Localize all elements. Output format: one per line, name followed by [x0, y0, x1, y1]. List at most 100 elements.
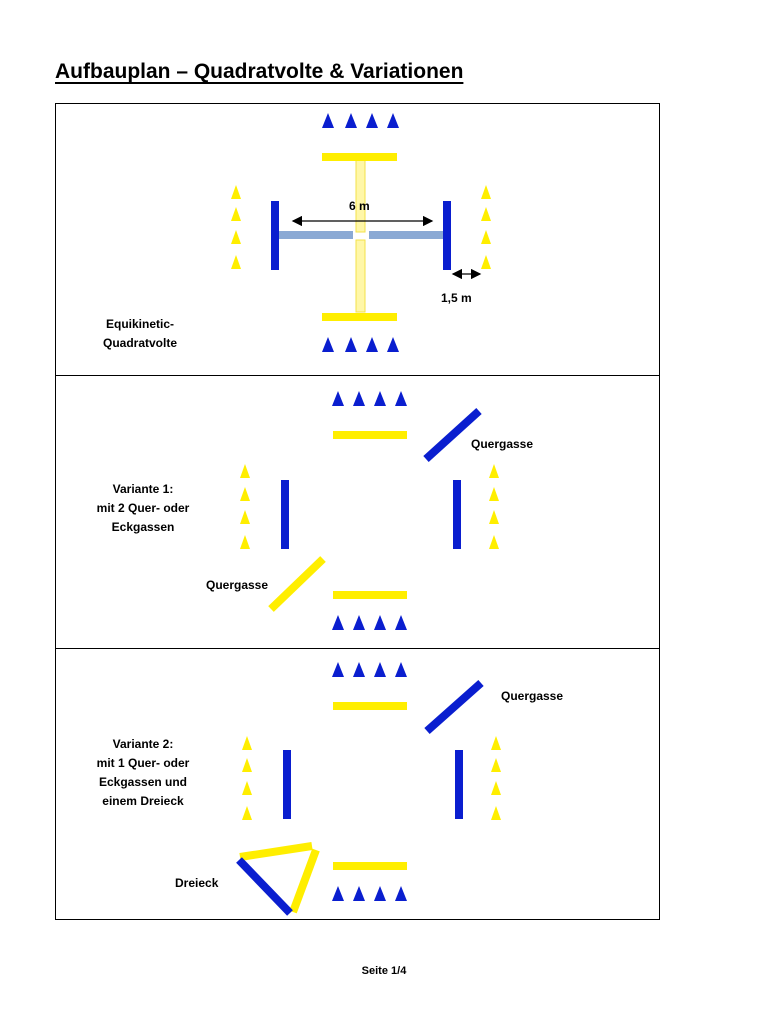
- cone-marker: [395, 615, 407, 630]
- cone-row-bottom-blue: [332, 615, 407, 630]
- cone-column-left-yellow: [231, 185, 241, 269]
- quergasse-label-top: Quergasse: [471, 437, 534, 451]
- cone-marker: [240, 464, 250, 478]
- cone-marker: [345, 113, 357, 128]
- cone-marker: [332, 662, 344, 677]
- cone-marker: [489, 535, 499, 549]
- cone-marker: [345, 337, 357, 352]
- cone-column-right-yellow: [491, 736, 501, 820]
- cone-column-left-yellow: [242, 736, 252, 820]
- panel1-caption: Equikinetic- Quadratvolte: [80, 315, 200, 353]
- pole-bottom-yellow: [333, 591, 407, 599]
- cone-marker: [353, 391, 365, 406]
- caption-line: Variante 2:: [112, 737, 174, 751]
- cone-marker: [481, 185, 491, 199]
- horizontal-lane-left: [279, 231, 353, 239]
- panel-variante-2: [55, 648, 660, 920]
- dreieck-label: Dreieck: [175, 876, 219, 890]
- cone-marker: [395, 662, 407, 677]
- pole-right-blue: [443, 201, 451, 270]
- cone-marker: [387, 337, 399, 352]
- cone-marker: [242, 781, 252, 795]
- page-number: Seite 1/4: [361, 965, 407, 977]
- cone-marker: [242, 736, 252, 750]
- caption-line: Quadratvolte: [102, 336, 177, 350]
- panel2-caption: Variante 1: mit 2 Quer- oder Eckgassen: [78, 480, 208, 537]
- cone-column-right-yellow: [481, 185, 491, 269]
- cone-row-top-blue: [332, 391, 407, 406]
- caption-line: mit 1 Quer- oder: [96, 756, 190, 770]
- cone-marker: [353, 886, 365, 901]
- cone-column-left-yellow: [240, 464, 250, 549]
- panel3-diagram: [236, 662, 501, 916]
- panel2-diagram: [240, 391, 499, 630]
- cone-column-right-yellow: [489, 464, 499, 549]
- cone-marker: [322, 113, 334, 128]
- cone-marker: [231, 185, 241, 199]
- dreieck-pole-top-yellow: [239, 842, 313, 861]
- cone-marker: [366, 113, 378, 128]
- quergasse-pole-blue: [424, 680, 484, 734]
- cone-marker: [489, 487, 499, 501]
- caption-line: einem Dreieck: [102, 794, 184, 808]
- cone-marker: [240, 535, 250, 549]
- cone-marker: [491, 736, 501, 750]
- cone-marker: [374, 662, 386, 677]
- quergasse-pole-yellow: [268, 556, 326, 612]
- cone-marker: [353, 615, 365, 630]
- vertical-lane-bottom: [355, 239, 366, 313]
- dreieck-pole-right-yellow: [289, 848, 320, 914]
- quergasse-label-bottom: Quergasse: [206, 578, 269, 592]
- cone-marker: [353, 662, 365, 677]
- cone-marker: [374, 391, 386, 406]
- page-title: Aufbauplan – Quadratvolte & Variationen: [55, 60, 464, 83]
- cone-marker: [374, 615, 386, 630]
- caption-line: Eckgassen und: [98, 775, 188, 789]
- pole-bottom-yellow: [322, 313, 397, 321]
- cone-marker: [491, 758, 501, 772]
- pole-top-yellow: [322, 153, 397, 161]
- pole-right-blue: [453, 480, 461, 549]
- pole-top-yellow: [333, 702, 407, 710]
- horizontal-lane-right: [369, 231, 443, 239]
- cone-marker: [240, 510, 250, 524]
- cone-marker: [481, 230, 491, 244]
- cone-marker: [240, 487, 250, 501]
- cone-marker: [366, 337, 378, 352]
- cone-marker: [481, 207, 491, 221]
- cone-marker: [242, 806, 252, 820]
- cone-row-top-blue: [322, 113, 399, 128]
- pole-right-blue: [455, 750, 463, 819]
- cone-marker: [231, 230, 241, 244]
- cone-marker: [491, 781, 501, 795]
- cone-marker: [332, 886, 344, 901]
- cone-marker: [489, 464, 499, 478]
- cone-marker: [332, 615, 344, 630]
- cone-row-top-blue: [332, 662, 407, 677]
- cone-row-bottom-blue: [322, 337, 399, 352]
- cone-marker: [374, 886, 386, 901]
- pole-left-blue: [271, 201, 279, 270]
- cone-row-bottom-blue: [332, 886, 407, 901]
- cone-marker: [332, 391, 344, 406]
- cone-marker: [322, 337, 334, 352]
- cone-marker: [395, 886, 407, 901]
- caption-line: Equikinetic-: [105, 317, 174, 331]
- caption-line: Variante 1:: [112, 482, 174, 496]
- cone-marker: [387, 113, 399, 128]
- dimension-label-width: 6 m: [349, 199, 370, 213]
- cone-marker: [231, 255, 241, 269]
- panel3-caption: Variante 2: mit 1 Quer- oder Eckgassen u…: [78, 735, 208, 811]
- quergasse-label-top: Quergasse: [501, 689, 564, 703]
- dimension-label-gap: 1,5 m: [441, 291, 472, 305]
- caption-line: mit 2 Quer- oder: [96, 501, 190, 515]
- cone-marker: [231, 207, 241, 221]
- cone-marker: [242, 758, 252, 772]
- caption-line: Eckgassen: [111, 520, 175, 534]
- panel1-diagram: [231, 113, 491, 352]
- pole-bottom-yellow: [333, 862, 407, 870]
- dreieck-pole-diagonal-blue: [236, 857, 293, 916]
- cone-marker: [481, 255, 491, 269]
- cone-marker: [395, 391, 407, 406]
